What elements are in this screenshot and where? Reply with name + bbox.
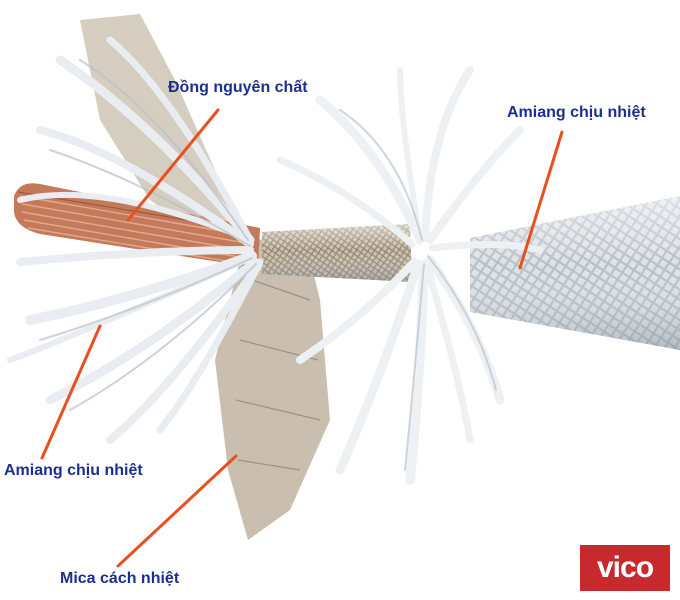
pointer-line-mica	[116, 454, 238, 568]
asbestos-fiber-shadows-left	[39, 59, 257, 411]
label-asbestos-right: Amiang chịu nhiệt	[507, 104, 646, 121]
asbestos-fiber-shadows-center	[339, 109, 497, 471]
pointer-line-copper	[126, 108, 220, 222]
asbestos-fibers-center	[276, 66, 544, 485]
vico-logo: vico	[580, 545, 670, 591]
pointer-line-asbestos-right	[518, 130, 564, 270]
label-mica: Mica cách nhiệt	[60, 570, 180, 587]
pointer-lines	[40, 108, 564, 568]
label-asbestos-left: Amiang chịu nhiệt	[4, 462, 143, 479]
asbestos-fibers-left	[7, 36, 264, 444]
inner-braid	[262, 224, 412, 282]
label-copper: Đồng nguyên chất	[168, 79, 308, 96]
vico-logo-text: vico	[596, 551, 654, 584]
pointer-line-asbestos-left	[40, 324, 102, 460]
outer-braided-jacket	[470, 196, 680, 350]
